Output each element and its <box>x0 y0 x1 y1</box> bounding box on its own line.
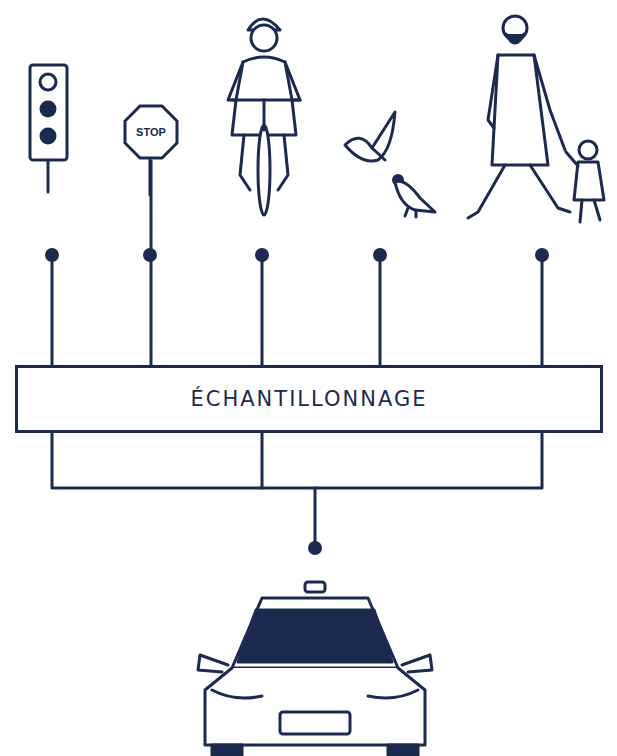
pedestrians <box>468 16 604 222</box>
connector-line <box>150 160 153 365</box>
traffic-light <box>30 65 67 192</box>
stop-sign: STOP <box>123 104 179 160</box>
car <box>198 582 432 756</box>
birds <box>345 112 435 217</box>
cyclist <box>228 19 300 215</box>
sign-text: STOP <box>136 126 166 138</box>
band-label: ÉCHANTILLONNAGE <box>191 387 428 411</box>
sampling-band: ÉCHANTILLONNAGE <box>15 365 603 433</box>
